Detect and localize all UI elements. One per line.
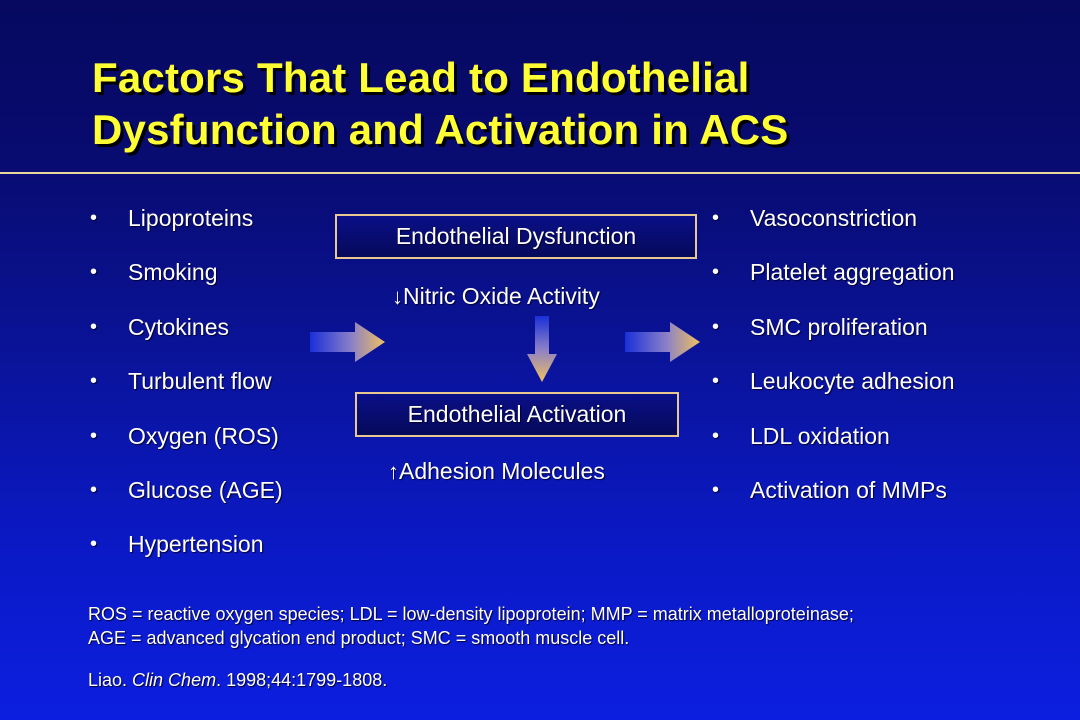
title-divider: [0, 172, 1080, 174]
nitric-oxide-text: Nitric Oxide Activity: [403, 283, 600, 309]
bullet-icon: •: [712, 370, 720, 393]
adhesion-text: Adhesion Molecules: [399, 458, 605, 484]
cause-text: Turbulent flow: [128, 368, 272, 395]
bullet-icon: •: [90, 478, 98, 501]
down-arrow-icon: ↓: [392, 284, 403, 309]
citation-author: Liao.: [88, 670, 133, 690]
consequence-text: LDL oxidation: [750, 422, 890, 449]
cause-text: Glucose (AGE): [128, 476, 283, 503]
up-arrow-icon: ↑: [388, 459, 399, 484]
title-line-2: Dysfunction and Activation in ACS: [92, 106, 789, 153]
bullet-icon: •: [90, 261, 98, 284]
citation-details: . 1998;44:1799-1808.: [216, 670, 388, 690]
cause-text: Oxygen (ROS): [128, 422, 279, 449]
activation-box: Endothelial Activation: [355, 392, 679, 437]
bullet-icon: •: [712, 261, 720, 284]
title-line-1: Factors That Lead to Endothelial: [92, 54, 750, 101]
consequence-text: Platelet aggregation: [750, 259, 955, 286]
bullet-icon: •: [90, 533, 98, 556]
nitric-oxide-effect: ↓Nitric Oxide Activity: [392, 281, 600, 312]
bullet-icon: •: [90, 424, 98, 447]
activation-label: Endothelial Activation: [407, 401, 627, 427]
cause-text: Hypertension: [128, 531, 264, 558]
cause-text: Cytokines: [128, 313, 229, 340]
abbreviations-footnote: ROS = reactive oxygen species; LDL = low…: [88, 602, 1048, 650]
consequence-text: SMC proliferation: [750, 313, 928, 340]
bullet-icon: •: [712, 424, 720, 447]
bullet-icon: •: [712, 207, 720, 229]
bullet-icon: •: [90, 370, 98, 393]
footnote-line-1: ROS = reactive oxygen species; LDL = low…: [88, 604, 854, 624]
consequence-text: Leukocyte adhesion: [750, 368, 955, 395]
right-arrow-icon: [310, 322, 385, 362]
dysfunction-box: Endothelial Dysfunction: [335, 214, 697, 259]
citation-journal: Clin Chem: [132, 670, 217, 690]
consequence-text: Vasoconstriction: [750, 205, 918, 231]
adhesion-effect: ↑Adhesion Molecules: [388, 456, 605, 487]
down-arrow-icon: [527, 316, 557, 382]
right-arrow-icon: [625, 322, 700, 362]
bullet-icon: •: [712, 315, 720, 338]
citation: Liao. Clin Chem. 1998;44:1799-1808.: [88, 668, 387, 692]
consequence-text: Activation of MMPs: [750, 476, 947, 503]
footnote-line-2: AGE = advanced glycation end product; SM…: [88, 628, 630, 648]
bullet-icon: •: [90, 207, 98, 229]
cause-text: Smoking: [128, 259, 218, 286]
bullet-icon: •: [90, 315, 98, 338]
cause-text: Lipoproteins: [128, 205, 254, 231]
slide-title: Factors That Lead to Endothelial Dysfunc…: [92, 52, 1032, 156]
bullet-icon: •: [712, 478, 720, 501]
dysfunction-label: Endothelial Dysfunction: [395, 223, 637, 249]
